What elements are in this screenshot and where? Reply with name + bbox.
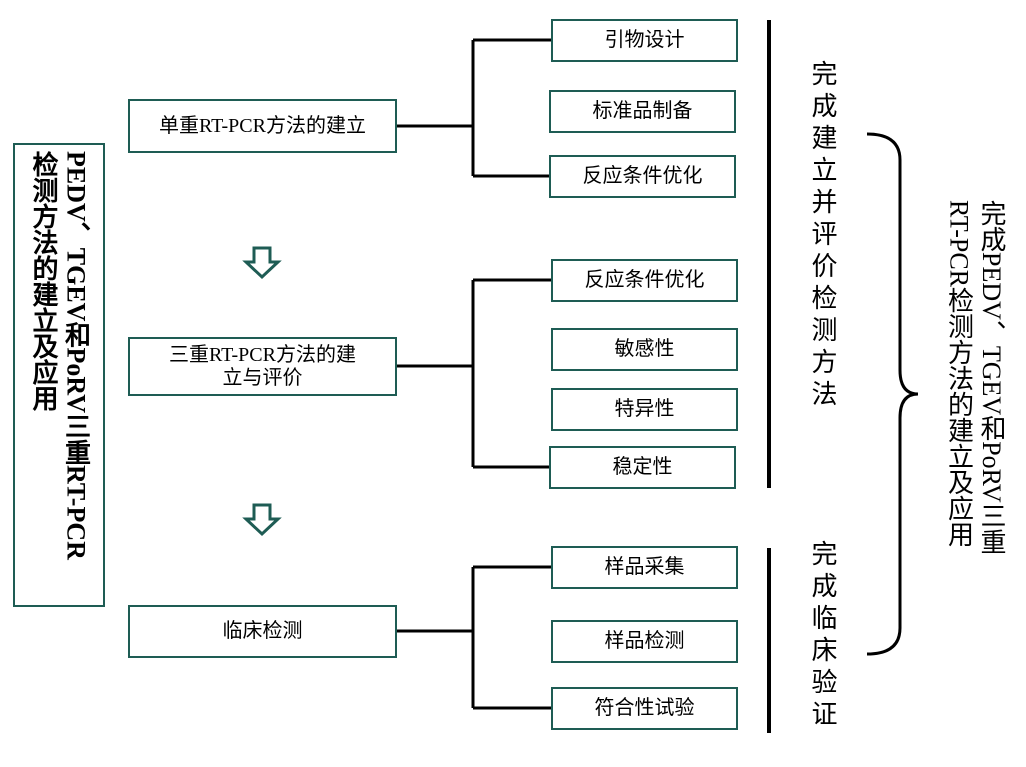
stage-label: 三重RT-PCR方法的建立与评价 — [169, 343, 356, 389]
stage-box-1: 单重RT-PCR方法的建立 — [128, 99, 397, 153]
step-box: 标准品制备 — [549, 90, 736, 133]
step-box: 敏感性 — [551, 328, 738, 371]
step-box: 特异性 — [551, 388, 738, 431]
stage-box-2: 三重RT-PCR方法的建立与评价 — [128, 337, 397, 396]
stage-label: 单重RT-PCR方法的建立 — [159, 114, 366, 137]
summary-clinical: 完成临床验证 — [808, 540, 837, 732]
down-arrow-icon — [242, 246, 282, 280]
conclusion-line1: 完成PEDV、TGEV和PoRV三重 — [977, 200, 1006, 555]
step-box: 引物设计 — [551, 19, 738, 62]
stage2-connectors — [397, 278, 551, 469]
brace-icon — [866, 132, 919, 656]
step-label: 标准品制备 — [592, 100, 693, 122]
step-label: 引物设计 — [604, 29, 685, 51]
stage-label: 临床检测 — [222, 620, 303, 642]
step-box: 反应条件优化 — [551, 259, 738, 302]
step-box: 样品采集 — [551, 546, 738, 589]
stage-box-3: 临床检测 — [128, 605, 397, 658]
step-label: 敏感性 — [614, 338, 675, 360]
conclusion-line2: RT-PCR检测方法的建立及应用 — [944, 200, 974, 548]
title-box: PEDV、TGEV和PoRV三重RT-PCR 检测方法的建立及应用 — [13, 143, 105, 607]
step-label: 稳定性 — [612, 456, 673, 478]
stage3-connectors — [396, 565, 551, 710]
step-label: 反应条件优化 — [582, 165, 703, 187]
stage1-connectors — [397, 38, 551, 178]
down-arrow-icon — [242, 503, 282, 537]
step-box: 稳定性 — [549, 446, 736, 489]
step-label: 符合性试验 — [594, 697, 695, 719]
step-label: 特异性 — [614, 398, 675, 420]
step-label: 样品采集 — [604, 556, 685, 578]
title-line2: 检测方法的建立及应用 — [29, 151, 58, 411]
title-line1: PEDV、TGEV和PoRV三重RT-PCR — [61, 151, 91, 560]
step-box: 样品检测 — [551, 620, 738, 663]
step-box: 符合性试验 — [551, 687, 738, 730]
step-box: 反应条件优化 — [549, 155, 736, 198]
step-label: 反应条件优化 — [584, 269, 705, 291]
conclusion: 完成PEDV、TGEV和PoRV三重 RT-PCR检测方法的建立及应用 — [942, 200, 1007, 600]
summary-establish: 完成建立并评价检测方法 — [808, 60, 837, 412]
step-label: 样品检测 — [604, 630, 685, 652]
